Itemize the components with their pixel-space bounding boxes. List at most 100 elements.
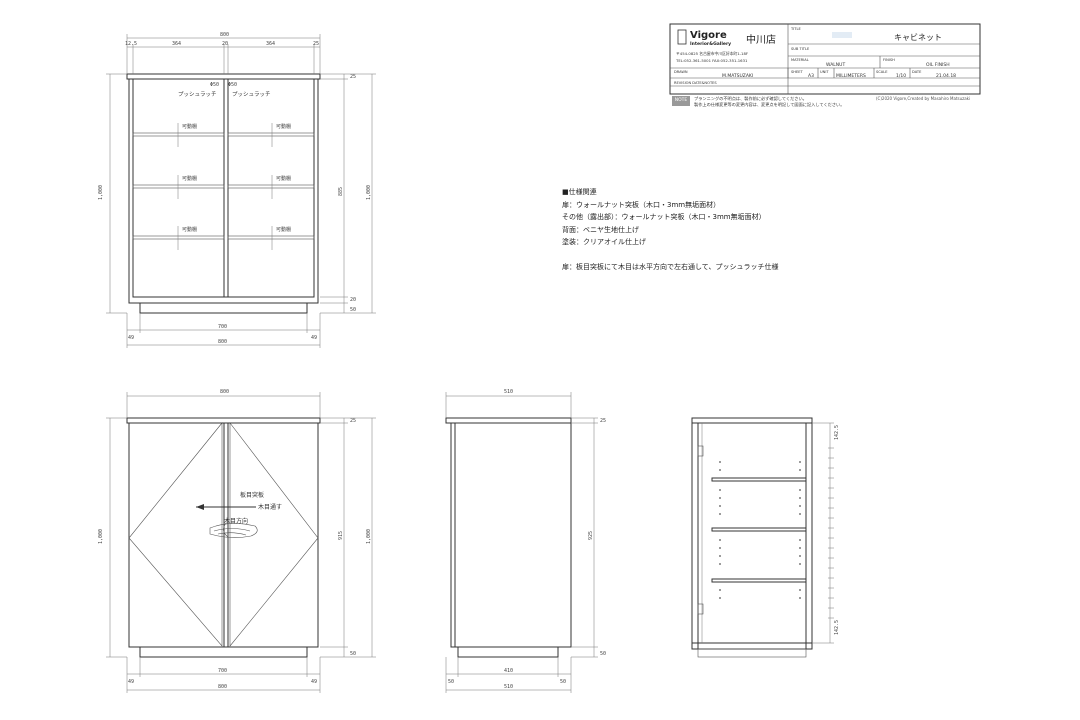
section-view: 142.5 142.5 [691,417,840,658]
revision-label: REVISION DATE&NOTES [674,81,717,85]
dimension-lines [812,422,834,644]
dim-bottom-total: 510 [504,684,513,690]
finish-label: FINISH [883,58,895,62]
spec-spacer [562,249,778,261]
copyright: (C)2020 Vigore,Created by Masahiro Matsu… [876,96,971,101]
spec-heading: ■仕様関連 [562,188,597,196]
grain-diamond-right [229,422,319,647]
push-latch-right: プッシュラッチ [232,91,271,98]
dim-section-top: 142.5 [834,425,840,440]
dim-t4: 364 [266,41,275,47]
dim-b-left: 49 [128,679,134,685]
hinge [697,603,704,615]
dim-inner-height: 885 [338,187,344,196]
spec-line-4: 塗装：クリアオイル仕上げ [562,238,646,246]
push-latch-left: プッシュラッチ [178,91,217,98]
dim-top: 510 [504,389,513,395]
movable-shelf-label: 可動棚 [276,175,291,182]
dim-bottom-total: 800 [218,339,227,345]
movable-shelf-label: 可動棚 [276,226,291,233]
dimension-lines [445,392,598,693]
title-value: キャビネット [894,33,942,42]
dim-r-bot: 50 [350,307,356,313]
material-value: WALNUT [826,62,845,68]
scale-label: SCALE [876,70,888,74]
date-value: 21.04.18 [936,73,956,79]
side-view: 510 410 510 50 50 925 25 50 [445,389,606,693]
hinge [697,445,704,457]
note-label: NOTE [672,96,690,106]
unit-label: UNIT [820,70,829,74]
drawn-value: M.MATSUZAKI [722,73,753,79]
spec-notes: ■仕様関連 扉：ウォールナット突板（木口・3mm無垢面材） その他（露出部）：ウ… [562,186,778,273]
spec-line-2: その他（露出部）：ウォールナット突板（木口・3mm無垢面材） [562,213,766,221]
dim-bottom-mid: 700 [218,324,227,330]
section-shelf [711,527,807,532]
dim-r-top: 25 [600,418,606,424]
front-open-view: プッシュラッチ プッシュラッチ Φ50 Φ50 可動棚 可動棚 可動棚 可動棚 … [98,32,376,348]
grain-arrow-head [196,504,204,510]
scale-value: 1/10 [896,73,906,79]
dim-inner-height: 915 [338,531,344,540]
unit-value: MILLIMETERS [836,73,866,79]
shelves [132,132,315,240]
dimension-lines [106,392,376,693]
dim-right-total: 1,000 [366,529,372,544]
dim-left-height: 1,000 [98,185,104,200]
tel-fax: TEL:052-361-5001 FAX:052-351-1631 [675,58,748,63]
dim-top-total: 800 [220,389,229,395]
logo-sub: Interior&Gallery [690,41,731,47]
sheet-value: A3 [808,73,814,79]
dim-section-bottom: 142.5 [834,620,840,635]
dim-top-total: 800 [220,32,229,38]
shelf-pin-holes [719,461,801,599]
section-shelf [711,477,807,482]
front-closed-view: 板目突板 木目通す 木目方向 800 700 800 49 49 [98,389,376,693]
note-line-2: 製作上の仕様変更等の変更内容は、変更点を明記して図面に記入してください。 [694,101,845,107]
dim-b-left: 49 [128,335,134,341]
dim-t3: 20 [222,41,228,47]
date-label: DATE [912,70,922,74]
dim-right-total: 1,000 [366,185,372,200]
wood-grain-icon [209,522,258,538]
movable-shelf-label: 可動棚 [276,123,291,130]
dim-bottom-mid: 410 [504,668,513,674]
title-block: Vigore Interior&Gallery 中川店 〒454-0825 名古… [669,23,981,95]
dim-r-top: 25 [350,418,356,424]
dim-b-left: 50 [448,679,454,685]
dim-right-height: 925 [588,531,594,540]
section-shelf [711,578,807,583]
dim-left-height: 1,000 [98,529,104,544]
label-dir: 木目方向 [224,517,248,525]
shelf-pins [177,123,273,250]
movable-shelf-label: 可動棚 [182,123,197,130]
dim-r-bot: 50 [600,651,606,657]
movable-shelf-label: 可動棚 [182,226,197,233]
grain-diamond-left [128,422,223,647]
logo-name: Vigore [690,30,727,41]
subtitle-label: SUB TITLE [791,47,810,51]
dim-bottom-total: 800 [218,684,227,690]
dim-b-right: 49 [311,335,317,341]
dim-t5: 25 [313,41,319,47]
dim-bottom-mid: 700 [218,668,227,674]
address: 〒454-0825 名古屋市中川区好本町1-18F [676,51,748,56]
spec-line-1: 扉：ウォールナット突板（木口・3mm無垢面材） [562,200,721,209]
dim-r-bot: 50 [350,651,356,657]
phi-right: Φ50 [228,82,237,88]
finish-value: OIL FINISH [926,62,950,68]
title-label: TITLE [790,27,801,31]
label-grain: 板目突板 [240,491,264,499]
dimension-lines [106,34,376,348]
store-name: 中川店 [746,33,776,46]
spec-line-3: 背面：ベニヤ生地仕上げ [562,225,639,234]
sheet-label: SHEET [791,70,804,74]
movable-shelf-label: 可動棚 [182,175,197,182]
dim-t1: 12.5 [125,41,137,47]
note-text: プランニングの不明点は、製作前に必ず確認してください。 製作上の仕様変更等の変更… [694,96,994,107]
dim-b-right: 50 [560,679,566,685]
phi-left: Φ50 [210,82,219,88]
dim-r-small: 20 [350,297,356,303]
redacted-mark [832,32,852,38]
